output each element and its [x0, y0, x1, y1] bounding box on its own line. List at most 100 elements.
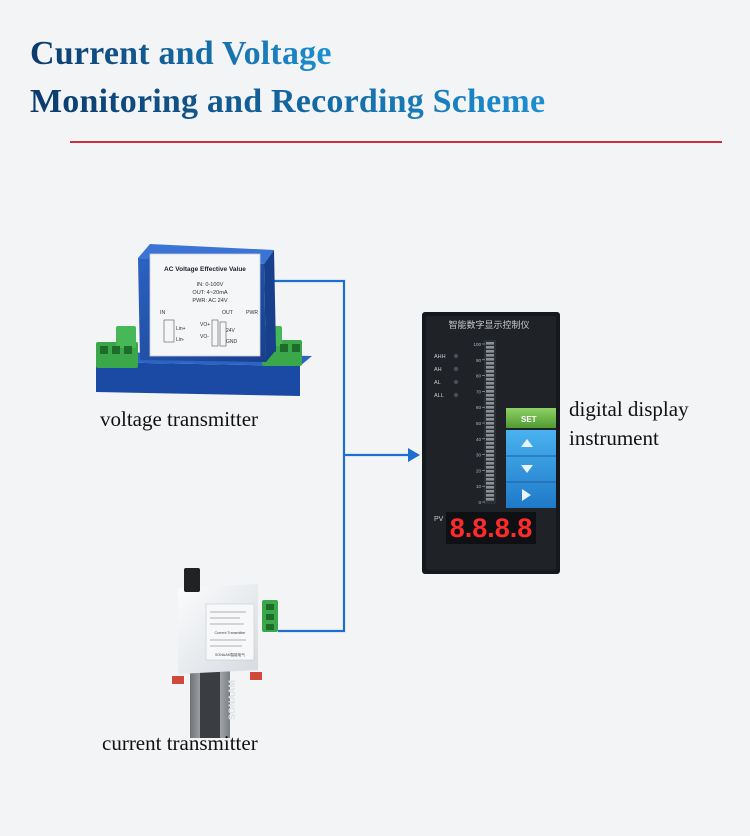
spec-out: OUT: 4~20mA — [192, 290, 228, 296]
term-lin-plus: Lin+ — [176, 326, 186, 332]
bargraph-segment — [486, 446, 494, 449]
bargraph-segment — [486, 390, 494, 393]
title-line-2: Monitoring and Recording Scheme — [30, 83, 546, 120]
bargraph-segment — [486, 438, 494, 441]
set-button[interactable] — [506, 408, 556, 428]
bargraph-segment — [486, 478, 494, 481]
scale-tick-label: 100 — [473, 342, 481, 347]
voltage-transmitter: AC Voltage Effective Value IN: 0-100V OU… — [96, 244, 312, 396]
bargraph-segment — [486, 414, 494, 417]
bargraph-segment — [486, 402, 494, 405]
up-arrow-icon[interactable] — [521, 439, 533, 447]
bargraph-segment — [486, 366, 494, 369]
term-24v: 24V — [226, 328, 236, 334]
pv-readout-window — [446, 512, 536, 544]
term-out: OUT — [222, 310, 234, 316]
module-label — [149, 253, 261, 357]
arrow-head-icon — [408, 448, 420, 462]
module-base — [96, 362, 300, 396]
set-button-label: SET — [521, 415, 537, 424]
bargraph-segment — [486, 358, 494, 361]
bargraph-segment — [486, 474, 494, 477]
knob — [184, 568, 200, 592]
caption-display-line-2: instrument — [569, 426, 659, 450]
bargraph-segment — [486, 386, 494, 389]
scale-tick-label: 60 — [476, 405, 482, 410]
bargraph-segment — [486, 466, 494, 469]
indicator-label: AH — [434, 367, 442, 373]
title-line-1: Current and Voltage — [30, 35, 332, 72]
indicator-label: AL — [434, 380, 441, 386]
bargraph-segment — [486, 454, 494, 457]
down-arrow-icon[interactable] — [521, 465, 533, 473]
bargraph-segment — [486, 430, 494, 433]
indicator-lamp-icon — [453, 366, 459, 372]
bargraph-segment — [486, 442, 494, 445]
term-vo-plus: VO+ — [200, 322, 210, 328]
bargraph-segment — [486, 418, 494, 421]
bargraph-segment — [486, 398, 494, 401]
display-header: 智能数字显示控制仪 — [448, 319, 529, 330]
bargraph-segment — [486, 350, 494, 353]
scale-tick-label: 70 — [476, 389, 482, 394]
bargraph-segments — [486, 342, 494, 501]
caption-current-transmitter: current transmitter — [102, 731, 258, 755]
indicator-label: ALL — [434, 393, 444, 399]
bargraph-segment — [486, 426, 494, 429]
indicator-lamp-icon — [453, 353, 459, 359]
bargraph-segment — [486, 462, 494, 465]
bargraph-segment — [486, 490, 494, 493]
bargraph-segment — [486, 378, 494, 381]
bargraph-segment — [486, 458, 494, 461]
pv-label: PV — [434, 516, 444, 523]
indicator-lamp-icon — [453, 379, 459, 385]
scale-tick-label: 90 — [476, 358, 482, 363]
bargraph-segment — [486, 470, 494, 473]
term-vo-minus: VO- — [200, 334, 209, 340]
nav-button-panel — [506, 430, 556, 508]
scale-tick-label: 20 — [476, 468, 482, 473]
term-gnd: GND — [226, 339, 238, 345]
bargraph-segment — [486, 482, 494, 485]
wiring — [270, 279, 420, 633]
indicator-label: AHH — [434, 354, 446, 360]
bargraph-segment — [486, 494, 494, 497]
bargraph-segment — [486, 486, 494, 489]
pv-readout: 8.8.8.8 — [450, 513, 533, 543]
bargraph-segment — [486, 370, 494, 373]
caption-voltage-transmitter: voltage transmitter — [100, 407, 259, 431]
indicator-lamp-icon — [453, 392, 459, 398]
bargraph-segment — [486, 382, 494, 385]
label-title: AC Voltage Effective Value — [164, 266, 246, 273]
title-divider — [70, 141, 722, 143]
indicator-lamps: AHH AH AL ALL — [434, 353, 459, 399]
term-in: IN — [160, 310, 165, 316]
term-lin-minus: Lin- — [176, 337, 185, 343]
bargraph-segment — [486, 362, 494, 365]
bargraph-segment — [486, 410, 494, 413]
current-label-line-2: SONAAM智能电气 — [215, 652, 245, 657]
bargraph-segment — [486, 394, 494, 397]
spec-in: IN: 0-100V — [197, 282, 224, 288]
shift-arrow-icon[interactable] — [522, 489, 531, 501]
bargraph-segment — [486, 354, 494, 357]
bargraph-segment — [486, 422, 494, 425]
scale-tick-label: 10 — [476, 484, 482, 489]
bargraph-segment — [486, 374, 494, 377]
current-transmitter: SONAAM Current Transmitter SONAAM智能电气 — [172, 568, 278, 738]
rail-brand: SONAAM — [227, 680, 237, 720]
scale-tick-label: 80 — [476, 374, 482, 379]
bargraph-segment — [486, 342, 494, 345]
current-label-line-1: Current Transmitter — [215, 631, 247, 635]
bargraph-segment — [486, 498, 494, 501]
caption-display-line-1: digital display — [569, 397, 689, 421]
scale-tick-label: 50 — [476, 421, 482, 426]
scale-tick-label: 0 — [478, 500, 481, 505]
bargraph-segment — [486, 434, 494, 437]
bargraph-segment — [486, 450, 494, 453]
current-module-label — [205, 603, 255, 661]
